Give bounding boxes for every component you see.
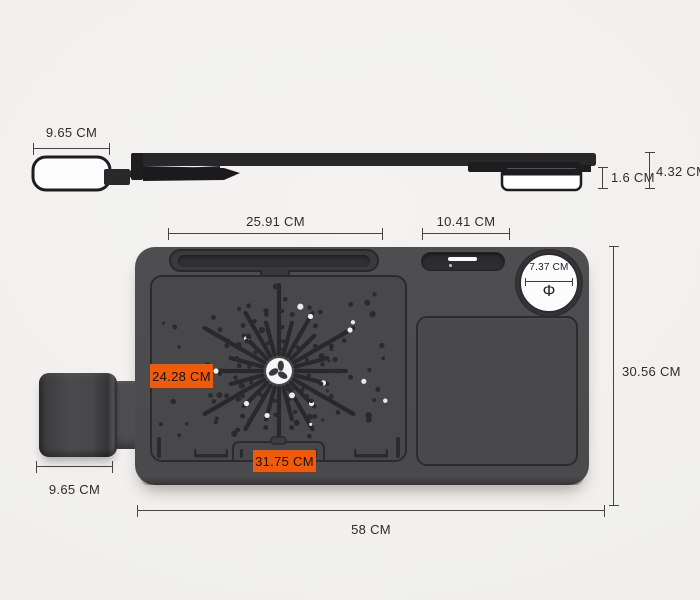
mouse-pad-area xyxy=(416,316,578,466)
tray-thickness-dimension-line xyxy=(597,167,608,189)
cup-holder-width-dimension-line xyxy=(36,460,113,473)
side-tray-left-step xyxy=(131,153,143,180)
side-tray-underwedge xyxy=(143,166,240,181)
side-cup-holder xyxy=(31,155,112,192)
side-leg-tab-right xyxy=(579,165,591,172)
fan-pinwheel-icon xyxy=(268,360,288,379)
side-leg-shadow xyxy=(468,162,580,172)
folded-height-label: 4.32 CM xyxy=(656,164,700,179)
tray-width-dimension-line xyxy=(137,504,605,517)
side-cup-arm xyxy=(104,166,220,179)
side-tray-bar xyxy=(131,153,596,166)
diameter-symbol: Φ xyxy=(542,283,556,300)
tray-thickness-label: 1.6 CM xyxy=(611,170,655,185)
tablet-pen-groove xyxy=(169,249,379,272)
side-leg-tab-left xyxy=(483,165,494,172)
cup-diameter-label: 7.37 CM xyxy=(529,262,569,273)
cooling-panel-height-tag: 24.28 CM xyxy=(150,364,213,388)
cup-width-label: 9.65 CM xyxy=(45,125,98,140)
phone-slot-insert xyxy=(448,256,477,261)
tray-depth-label: 30.56 CM xyxy=(622,364,681,379)
tray-depth-dimension-line xyxy=(608,246,619,506)
tablet-groove-width-label: 25.91 CM xyxy=(246,214,305,229)
cup-hole: 7.37 CM Φ xyxy=(519,253,579,313)
tablet-groove-dimension-line xyxy=(168,227,383,240)
cup-width-dimension-line xyxy=(33,142,110,155)
side-folded-leg xyxy=(500,165,583,192)
folded-height-dimension-line xyxy=(644,152,655,189)
cooling-panel-width-tag: 31.75 CM xyxy=(253,450,316,472)
cup-holder-cylinder xyxy=(39,373,117,457)
cup-diameter-dimension-line xyxy=(525,277,573,286)
cup-holder-width-label: 9.65 CM xyxy=(48,482,101,497)
tablet-pen-groove-inner xyxy=(178,254,370,267)
tray-width-label: 58 CM xyxy=(351,522,391,537)
side-view-product-drawing xyxy=(31,153,596,192)
phone-slot xyxy=(421,252,505,271)
side-cup-connector xyxy=(104,169,130,185)
phone-slot-dimension-line xyxy=(422,227,510,240)
phone-slot-width-label: 10.41 CM xyxy=(436,214,496,229)
side-folded-leg-cap xyxy=(502,168,581,176)
phone-slot-dot xyxy=(449,264,452,267)
